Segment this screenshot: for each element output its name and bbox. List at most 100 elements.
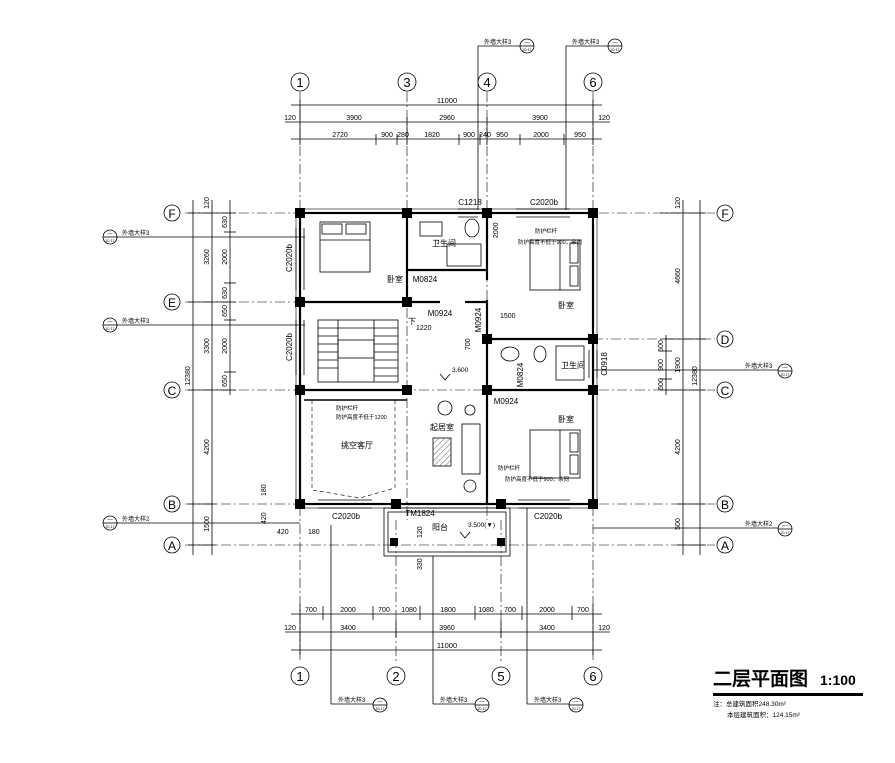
room-balcony: 阳台 [432,522,448,532]
grid-bubble-top-3: 3 [397,72,417,92]
svg-text:2960: 2960 [439,115,455,122]
grid-bubble-right-C: C [716,381,734,399]
left-dimensions: 12380 120 3260 3300 4200 1500 630 2000 6… [185,197,236,555]
svg-text:3.600: 3.600 [452,367,469,374]
svg-text:180: 180 [308,529,320,536]
svg-text:4200: 4200 [204,439,211,455]
svg-text:650: 650 [222,375,229,387]
svg-text:5: 5 [497,669,504,684]
svg-text:700: 700 [504,607,516,614]
title-underline [713,693,863,696]
svg-text:4200: 4200 [675,439,682,455]
svg-text:下: 下 [408,317,416,326]
svg-text:20-17: 20-17 [523,48,532,52]
svg-text:20-17: 20-17 [106,327,115,331]
svg-text:2000: 2000 [340,607,356,614]
svg-text:3900: 3900 [532,115,548,122]
callout-left-3: — 20-17 外墙大样2 [102,515,300,531]
svg-text:500: 500 [658,378,665,390]
svg-text:2000: 2000 [222,249,229,265]
right-dimensions: 12380 120 4660 1900 4200 500 500 900 500 [658,197,706,555]
svg-text:—: — [378,699,383,705]
svg-text:700: 700 [577,607,589,614]
svg-text:2: 2 [392,669,399,684]
grid-bubble-top-1: 1 [290,72,310,92]
svg-text:—: — [480,699,485,705]
bottom-dimensions: 700 2000 700 1080 1800 1080 700 2000 700… [284,604,610,655]
window-labels: C1218 C2020b C2020b C2020b C2020b C2020b… [285,198,609,521]
svg-text:2000: 2000 [493,222,500,238]
svg-text:—: — [525,40,530,46]
grid-lines [185,92,715,662]
svg-text:420: 420 [261,512,268,524]
svg-text:外墙大样3: 外墙大样3 [484,38,512,46]
callout-top-1: 外墙大样3 — 20-17 [477,38,535,210]
svg-text:120: 120 [284,625,296,632]
grid-bubble-top-4: 4 [477,72,497,92]
svg-text:11000: 11000 [437,641,457,650]
callout-bottom-1: 外墙大样3 — 20-17 [330,525,388,713]
svg-text:11000: 11000 [437,96,457,105]
level-marks: 3.600 3.500(▼) 下 [408,317,495,539]
grid-bubble-right-A: A [716,536,734,554]
svg-text:240: 240 [479,132,491,139]
svg-text:—: — [108,517,113,523]
svg-text:防护栏杆: 防护栏杆 [336,404,359,412]
room-bedroom-top-right: 卧室 [558,300,574,310]
grid-bubble-right-D: D [716,330,734,348]
svg-text:3900: 3900 [346,115,362,122]
callout-left-1: — 20-17 外墙大样3 [102,229,305,245]
svg-text:外墙大样3: 外墙大样3 [572,38,600,46]
svg-text:700: 700 [465,338,472,350]
callout-right-2: 外墙大样2 — 20-17 [593,520,793,537]
svg-text:外墙大样2: 外墙大样2 [122,515,150,523]
grid-bubble-top-6: 6 [583,72,603,92]
grid-bubble-bottom-6: 6 [583,666,603,686]
svg-text:280: 280 [397,132,409,139]
room-living: 起居室 [430,422,454,432]
svg-text:20-17: 20-17 [781,373,790,377]
grid-bubble-left-F: F [163,204,181,222]
railing-notes: 防护栏杆 防护高度不低于1200 防护栏杆 防护高度不低于900，余同 防护栏杆… [336,227,583,483]
callout-top-2: 外墙大样3 — 20-17 [565,38,623,210]
svg-text:2000: 2000 [222,338,229,354]
svg-text:1080: 1080 [478,607,494,614]
svg-text:外墙大样3: 外墙大样3 [534,696,562,704]
svg-text:120: 120 [417,526,424,538]
svg-text:950: 950 [574,132,586,139]
top-dimensions: 11000 120 3900 2960 3900 120 2720 900 28… [284,96,610,145]
grid-bubble-bottom-1: 1 [290,666,310,686]
svg-text:6: 6 [589,669,596,684]
svg-text:D: D [721,333,730,347]
svg-text:420: 420 [277,529,289,536]
svg-text:4660: 4660 [675,268,682,284]
svg-text:12380: 12380 [185,366,192,386]
grid-bubble-left-E: E [163,293,181,311]
svg-text:1820: 1820 [424,132,440,139]
room-void-living: 挑空客厅 [341,440,373,450]
svg-text:500: 500 [675,518,682,530]
svg-text:A: A [721,539,729,553]
svg-text:防护高度不低于1200: 防护高度不低于1200 [336,413,387,421]
svg-text:外墙大样3: 外墙大样3 [440,696,468,704]
svg-text:630: 630 [222,287,229,299]
svg-text:M0824: M0824 [516,362,525,387]
svg-text:1900: 1900 [675,357,682,373]
svg-text:180: 180 [261,484,268,496]
furniture-living [432,400,481,493]
svg-text:120: 120 [598,115,610,122]
svg-text:M0924: M0924 [428,309,453,318]
svg-text:外墙大样3: 外墙大样3 [122,229,150,237]
staircase [317,319,399,383]
svg-text:12380: 12380 [692,366,699,386]
room-bedroom-top-left: 卧室 [387,274,403,284]
grid-bubble-right-B: B [716,495,734,513]
door-labels: M0824 M0924 M0924 M0824 M0924 TM1824 [405,275,525,518]
room-bedroom-bottom-right: 卧室 [558,414,574,424]
svg-text:防护高度不低于900，余同: 防护高度不低于900，余同 [505,475,570,483]
svg-text:3: 3 [403,75,410,90]
svg-text:—: — [574,699,579,705]
svg-text:C: C [721,384,730,398]
svg-text:E: E [168,296,176,310]
